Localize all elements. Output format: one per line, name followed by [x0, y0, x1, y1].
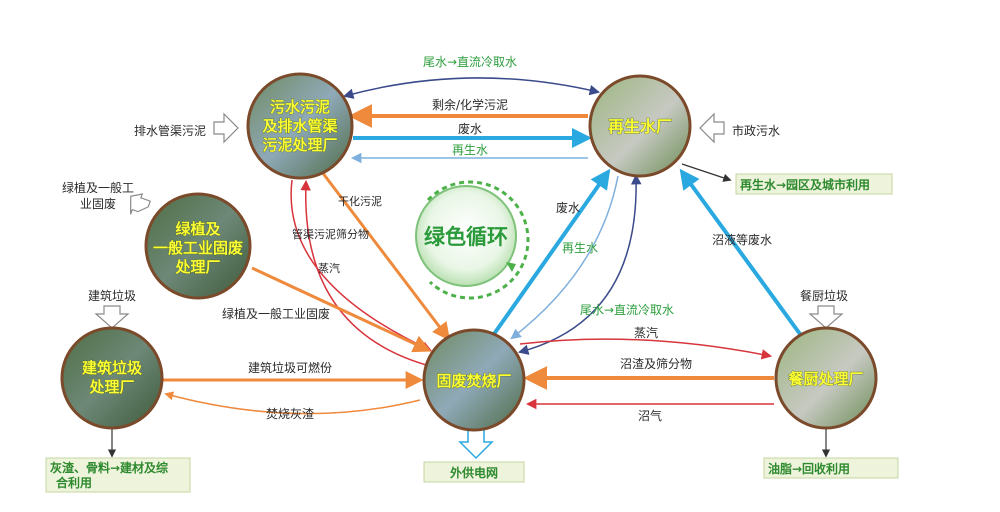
flow-construction-combustible: 建筑垃圾可燃份 — [248, 360, 332, 375]
node-sludge-line1: 污水污泥 — [270, 98, 330, 116]
arrow-pipe-screenings — [290, 179, 432, 352]
input-greenery-waste-line2: 业固废 — [80, 196, 116, 211]
input-construction-waste: 建筑垃圾 — [88, 288, 136, 303]
flow-steam-left: 蒸汽 — [318, 261, 340, 275]
node-sludge-line3: 污泥处理厂 — [262, 136, 337, 154]
flow-greenery-to-incin: 绿植及一般工业固废 — [222, 306, 330, 321]
flow-biogas: 沼气 — [638, 408, 662, 423]
node-kitchen-label: 餐厨处理厂 — [788, 370, 863, 388]
center-circle — [415, 185, 517, 287]
flow-pipe-screenings: 管渠污泥筛分物 — [292, 227, 369, 241]
node-greenery-plant[interactable]: 绿植及 一般工业固废 处理厂 — [144, 192, 252, 300]
node-sludge-line2: 及排水管渠 — [262, 117, 337, 135]
arrow-reclaimed-output — [681, 163, 732, 182]
node-construction-line1: 建筑垃圾 — [82, 359, 143, 377]
output-ash-line1: 灰渣、骨料→建材及综 — [50, 460, 168, 475]
arrow-biogas-waste-water — [679, 168, 802, 336]
output-ash-line2: 合利用 — [56, 475, 92, 490]
output-box-power — [423, 461, 525, 483]
flow-reclaimed-water-top: 再生水 — [452, 143, 488, 157]
output-power-grid: 外供电网 — [450, 465, 498, 480]
node-construction-line2: 处理厂 — [88, 378, 134, 396]
hollow-arrow-construction-waste — [94, 305, 130, 329]
node-greenery-line1: 绿植及 — [175, 220, 221, 238]
arrow-tail-water-mid — [517, 173, 642, 355]
output-oil-use: 油脂→回收利用 — [768, 461, 850, 476]
arrow-greenery-to-incin — [251, 266, 432, 353]
node-incineration-plant[interactable]: 固废焚烧厂 — [422, 328, 526, 432]
input-kitchen-waste: 餐厨垃圾 — [800, 288, 848, 303]
center-label: 绿色循环 — [424, 225, 508, 249]
node-reclaimed-label: 再生水厂 — [608, 117, 672, 136]
arrow-dry-sludge — [320, 171, 451, 341]
hollow-arrow-power-grid — [458, 427, 494, 460]
output-box-oil — [763, 457, 899, 479]
hollow-arrow-municipal-sewage — [699, 112, 725, 144]
output-box-reclaimed — [735, 173, 893, 195]
flow-waste-water-top: 废水 — [458, 121, 482, 136]
output-box-ash — [45, 457, 191, 493]
flow-dry-sludge: 干化污泥 — [338, 194, 382, 208]
cycle-arrowhead — [506, 262, 516, 272]
flow-steam-right: 蒸汽 — [634, 325, 658, 340]
output-reclaimed-use: 再生水→园区及城市利用 — [740, 177, 870, 192]
hollow-arrow-kitchen-waste — [808, 305, 844, 329]
arrow-incin-ash — [164, 391, 421, 415]
cycle-ring — [426, 180, 530, 300]
arrow-steam-left — [300, 179, 431, 367]
node-kitchen-plant[interactable]: 餐厨处理厂 — [774, 326, 878, 430]
flow-tail-water-top: 尾水→直流冷取水 — [423, 55, 517, 69]
flow-residual-sludge: 剩余/化学污泥 — [432, 97, 508, 112]
input-greenery-waste-line1: 绿植及一般工 — [62, 180, 134, 195]
node-reclaimed-water-plant[interactable]: 再生水厂 — [588, 74, 692, 178]
node-greenery-line2: 一般工业固废 — [153, 239, 243, 257]
arrow-tail-water-top — [342, 77, 601, 99]
node-greenery-line3: 处理厂 — [174, 258, 220, 276]
node-sludge-plant[interactable]: 污水污泥 及排水管渠 污泥处理厂 — [246, 72, 354, 180]
input-drain-sludge: 排水管渠污泥 — [134, 123, 206, 138]
flow-incin-ash: 焚烧灰渣 — [266, 407, 314, 421]
hollow-arrow-drain-sludge — [213, 112, 239, 144]
input-municipal-sewage: 市政污水 — [732, 123, 780, 138]
node-construction-plant[interactable]: 建筑垃圾 处理厂 — [60, 326, 164, 430]
flow-waste-water-mid: 废水 — [556, 200, 580, 215]
node-incineration-label: 固废焚烧厂 — [436, 372, 511, 390]
hollow-arrow-greenery-waste — [129, 193, 152, 215]
flow-reclaimed-water-mid: 再生水 — [562, 241, 598, 255]
arrow-steam-right — [519, 338, 773, 360]
flow-biogas-residue: 沼渣及筛分物 — [620, 356, 692, 371]
flow-tail-water-mid: 尾水→直流冷取水 — [580, 303, 674, 317]
flow-biogas-waste-water: 沼液等废水 — [712, 232, 772, 247]
